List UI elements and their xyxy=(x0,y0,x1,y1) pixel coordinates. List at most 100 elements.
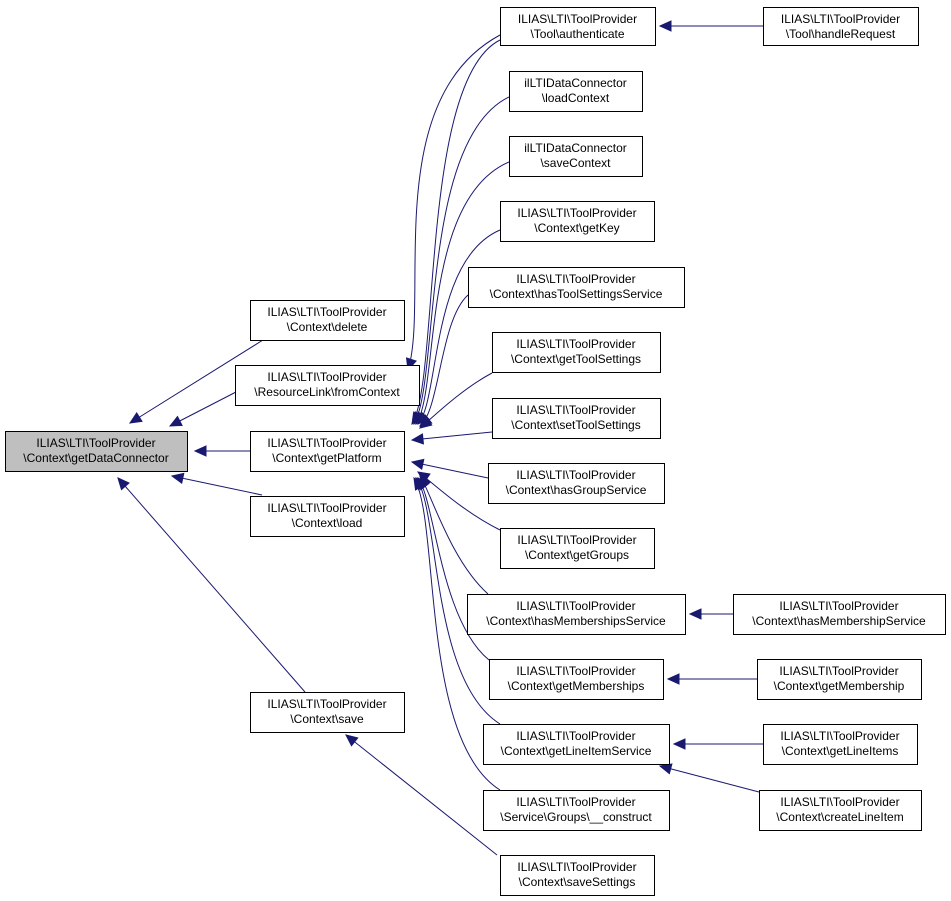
node-getGroups[interactable]: ILIAS\LTI\ToolProvider\Context\getGroups xyxy=(500,528,655,569)
node-label-line-1: ILIAS\LTI\ToolProvider xyxy=(516,272,635,286)
node-label-line-1: ILIAS\LTI\ToolProvider xyxy=(516,599,635,613)
edge-arrowhead xyxy=(168,415,183,427)
node-label-line-2: \Context\saveSettings xyxy=(519,875,636,889)
edge-arrowhead xyxy=(410,458,425,471)
node-label-line-2: \Context\hasToolSettingsService xyxy=(490,287,663,301)
edge-arrowhead xyxy=(170,472,185,485)
node-box[interactable] xyxy=(733,594,946,635)
node-box[interactable] xyxy=(483,790,670,831)
node-hasGroupService[interactable]: ILIAS\LTI\ToolProvider\Context\hasGroupS… xyxy=(488,463,665,504)
node-box[interactable] xyxy=(467,594,686,635)
node-box[interactable] xyxy=(250,300,405,341)
edges-layer xyxy=(117,20,763,856)
node-box[interactable] xyxy=(500,201,655,242)
edge-line xyxy=(411,431,493,441)
node-box[interactable] xyxy=(5,431,188,472)
node-label-line-2: \Tool\handleRequest xyxy=(786,27,896,41)
node-box[interactable] xyxy=(757,659,922,700)
edge-line xyxy=(415,477,501,725)
node-label-line-2: \Context\getMembership xyxy=(774,679,905,693)
node-box[interactable] xyxy=(492,332,661,373)
node-label-line-1: ILIAS\LTI\ToolProvider xyxy=(516,403,635,417)
node-label-line-2: \Context\delete xyxy=(287,320,368,334)
node-loadContext[interactable]: ilLTIDataConnector\loadContext xyxy=(509,71,643,112)
node-hasMembershipsService[interactable]: ILIAS\LTI\ToolProvider\Context\hasMember… xyxy=(467,594,686,635)
node-label-line-1: ILIAS\LTI\ToolProvider xyxy=(516,664,635,678)
node-box[interactable] xyxy=(763,724,918,765)
edge-getPlatform-to-getDataConnector xyxy=(193,445,250,457)
node-label-line-1: ILIAS\LTI\ToolProvider xyxy=(516,729,635,743)
node-getToolSettings[interactable]: ILIAS\LTI\ToolProvider\Context\getToolSe… xyxy=(492,332,661,373)
node-label-line-2: \Context\getPlatform xyxy=(272,451,381,465)
edge-arrowhead xyxy=(128,412,143,424)
node-hasToolSettingsService[interactable]: ILIAS\LTI\ToolProvider\Context\hasToolSe… xyxy=(468,267,685,308)
node-box[interactable] xyxy=(235,365,420,406)
edge-handleRequest-to-authenticate xyxy=(658,20,763,32)
edge-createLineItem-to-getLineItemService xyxy=(658,763,760,793)
node-groupsConstruct[interactable]: ILIAS\LTI\ToolProvider\Service\Groups\__… xyxy=(483,790,670,831)
node-box[interactable] xyxy=(492,398,661,439)
node-box[interactable] xyxy=(489,659,664,700)
node-fromContext[interactable]: ILIAS\LTI\ToolProvider\ResourceLink\from… xyxy=(235,365,420,406)
node-delete[interactable]: ILIAS\LTI\ToolProvider\Context\delete xyxy=(250,300,405,341)
node-label-line-1: ILIAS\LTI\ToolProvider xyxy=(267,501,386,515)
node-box[interactable] xyxy=(250,692,405,733)
node-label-line-2: \Context\createLineItem xyxy=(776,810,903,824)
node-box[interactable] xyxy=(483,724,670,765)
node-save[interactable]: ILIAS\LTI\ToolProvider\Context\save xyxy=(250,692,405,733)
node-label-line-1: ILIAS\LTI\ToolProvider xyxy=(517,860,636,874)
node-box[interactable] xyxy=(509,136,643,177)
node-getLineItemService[interactable]: ILIAS\LTI\ToolProvider\Context\getLineIt… xyxy=(483,724,670,765)
node-setToolSettings[interactable]: ILIAS\LTI\ToolProvider\Context\setToolSe… xyxy=(492,398,661,439)
node-handleRequest[interactable]: ILIAS\LTI\ToolProvider\Tool\handleReques… xyxy=(763,7,919,46)
node-box[interactable] xyxy=(500,528,655,569)
node-getLineItems[interactable]: ILIAS\LTI\ToolProvider\Context\getLineIt… xyxy=(763,724,918,765)
node-label-line-1: ilLTIDataConnector xyxy=(524,76,627,90)
node-box[interactable] xyxy=(509,71,643,112)
edge-line xyxy=(659,765,760,793)
node-saveContext[interactable]: ilLTIDataConnector\saveContext xyxy=(509,136,643,177)
edge-hasMembershipsService-to-getPlatform xyxy=(419,475,489,595)
node-box[interactable] xyxy=(468,267,685,308)
node-box[interactable] xyxy=(250,496,405,537)
node-getMemberships[interactable]: ILIAS\LTI\ToolProvider\Context\getMember… xyxy=(489,659,664,700)
node-box[interactable] xyxy=(763,7,919,46)
node-box[interactable] xyxy=(250,431,405,472)
node-box[interactable] xyxy=(500,7,656,46)
node-getDataConnector[interactable]: ILIAS\LTI\ToolProvider\Context\getDataCo… xyxy=(5,431,188,472)
node-label-line-1: ILIAS\LTI\ToolProvider xyxy=(779,664,898,678)
edge-line xyxy=(417,471,501,531)
node-label-line-1: ILIAS\LTI\ToolProvider xyxy=(516,468,635,482)
nodes-layer: ILIAS\LTI\ToolProvider \Context\getDataCo… xyxy=(5,7,946,896)
edge-groupsConstruct-to-getPlatform xyxy=(413,476,501,791)
node-label-line-2: \Context\load xyxy=(292,516,363,530)
node-authenticate[interactable]: ILIAS\LTI\ToolProvider\Tool\authenticate xyxy=(500,7,656,46)
node-label-line-2: \Context\getLineItems xyxy=(782,744,899,758)
node-label-line-2: \Tool\authenticate xyxy=(530,27,624,41)
node-box[interactable] xyxy=(759,790,922,831)
edge-save-to-getDataConnector xyxy=(117,477,306,693)
node-load[interactable]: ILIAS\LTI\ToolProvider\Context\load xyxy=(250,496,405,537)
node-label-line-2: \Context\getDataConnector xyxy=(23,451,168,465)
edge-authenticate-to-getPlatform xyxy=(411,39,501,426)
node-saveSettings[interactable]: ILIAS\LTI\ToolProvider\Context\saveSetti… xyxy=(500,855,655,896)
node-getMembership[interactable]: ILIAS\LTI\ToolProvider\Context\getMember… xyxy=(757,659,922,700)
edge-arrowhead xyxy=(193,445,207,457)
node-getKey[interactable]: ILIAS\LTI\ToolProvider\Context\getKey xyxy=(500,201,655,242)
edge-line xyxy=(171,475,263,496)
edge-getMembership-to-getMemberships xyxy=(666,673,757,685)
node-label-line-1: ILIAS\LTI\ToolProvider xyxy=(516,337,635,351)
edge-line xyxy=(419,475,489,595)
edge-arrowhead xyxy=(666,673,680,685)
edge-saveSettings-to-save xyxy=(345,734,498,856)
edge-line xyxy=(419,372,493,429)
node-createLineItem[interactable]: ILIAS\LTI\ToolProvider\Context\createLin… xyxy=(759,790,922,831)
node-getPlatform[interactable]: ILIAS\LTI\ToolProvider\Context\getPlatfo… xyxy=(250,431,405,472)
edge-arrowhead xyxy=(688,608,702,620)
node-box[interactable] xyxy=(500,855,655,896)
node-label-line-2: \ResourceLink\fromContext xyxy=(254,385,400,399)
edge-arrowhead xyxy=(117,477,130,491)
edge-hasMembershipService-to-hasMembershipsService xyxy=(688,608,733,620)
node-box[interactable] xyxy=(488,463,665,504)
node-hasMembershipService[interactable]: ILIAS\LTI\ToolProvider\Context\hasMember… xyxy=(733,594,946,635)
